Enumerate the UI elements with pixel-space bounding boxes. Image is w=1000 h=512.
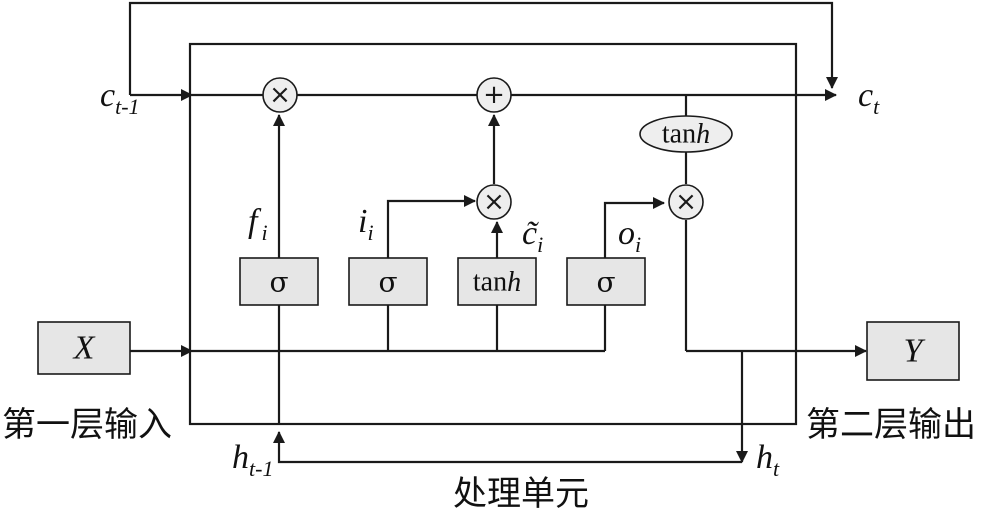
output-caption: 第二层输出 [806,405,976,445]
h-prev-label: ht-1 [232,439,273,481]
input-gate-box: σ [348,257,428,306]
svg-text:×: × [269,80,291,110]
svg-text:×: × [675,187,697,217]
svg-text:+: + [483,80,505,110]
svg-text:σ: σ [378,266,397,299]
processing-unit-frame [188,42,798,426]
output-tanh: tanh [639,115,733,153]
svg-text:Y: Y [904,333,926,370]
output-signal-label: oi [618,215,641,257]
input-signal-label: ii [358,203,374,245]
cell-state-loop-wire [128,1,838,95]
output-gate-wire [603,197,665,258]
input-multiply-op: × [476,184,512,220]
candidate-signal-label: c̃i [522,215,543,257]
svg-text:σ: σ [596,266,615,299]
output-y-box: Y [866,321,960,381]
cell-caption: 处理单元 [453,474,589,512]
input-caption: 第一层输入 [2,405,172,445]
c-prev-label: ct-1 [100,77,140,119]
add-op: + [476,77,512,113]
candidate-gate-box: tanh [457,257,537,306]
output-gate-box: σ [566,257,646,306]
svg-text:tanh: tanh [473,267,521,298]
hidden-loop-wire [273,431,742,464]
output-multiply-op: × [668,184,704,220]
forget-gate-box: σ [239,257,319,306]
svg-text:σ: σ [269,266,288,299]
svg-text:X: X [72,330,96,367]
input-x-box: X [37,321,131,375]
svg-text:×: × [483,187,505,217]
svg-text:tanh: tanh [662,119,710,150]
input-gate-wire [386,195,476,258]
h-next-label: ht [756,439,780,481]
c-next-label: ct [858,77,880,119]
forget-multiply-op: × [262,77,298,113]
